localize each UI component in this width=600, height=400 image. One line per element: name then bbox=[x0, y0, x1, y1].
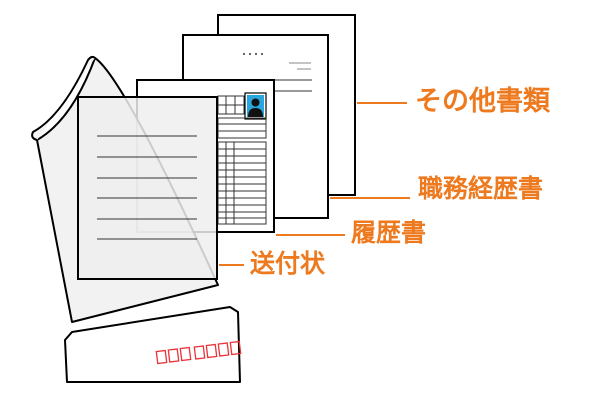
photo-frame bbox=[244, 92, 267, 120]
postal-code-boxes bbox=[155, 340, 242, 365]
cover-letter-text-lines bbox=[97, 135, 197, 240]
person-silhouette-icon bbox=[248, 98, 263, 117]
envelope-icon bbox=[64, 306, 242, 383]
resume-sheet-form-grid bbox=[217, 117, 267, 225]
career-history-label: 職務経歴書 bbox=[418, 174, 544, 203]
cover-letter-label: 送付状 bbox=[250, 249, 326, 278]
cover-letter-sheet bbox=[77, 96, 218, 280]
resume-label: 履歴書 bbox=[351, 218, 427, 247]
career-history-sheet-title bbox=[243, 53, 263, 55]
other-documents-label: その他書類 bbox=[415, 86, 550, 117]
leader-lines bbox=[219, 102, 410, 266]
resume-sheet-header-grid bbox=[217, 95, 245, 115]
career-history-sheet-date-lines bbox=[289, 62, 311, 70]
